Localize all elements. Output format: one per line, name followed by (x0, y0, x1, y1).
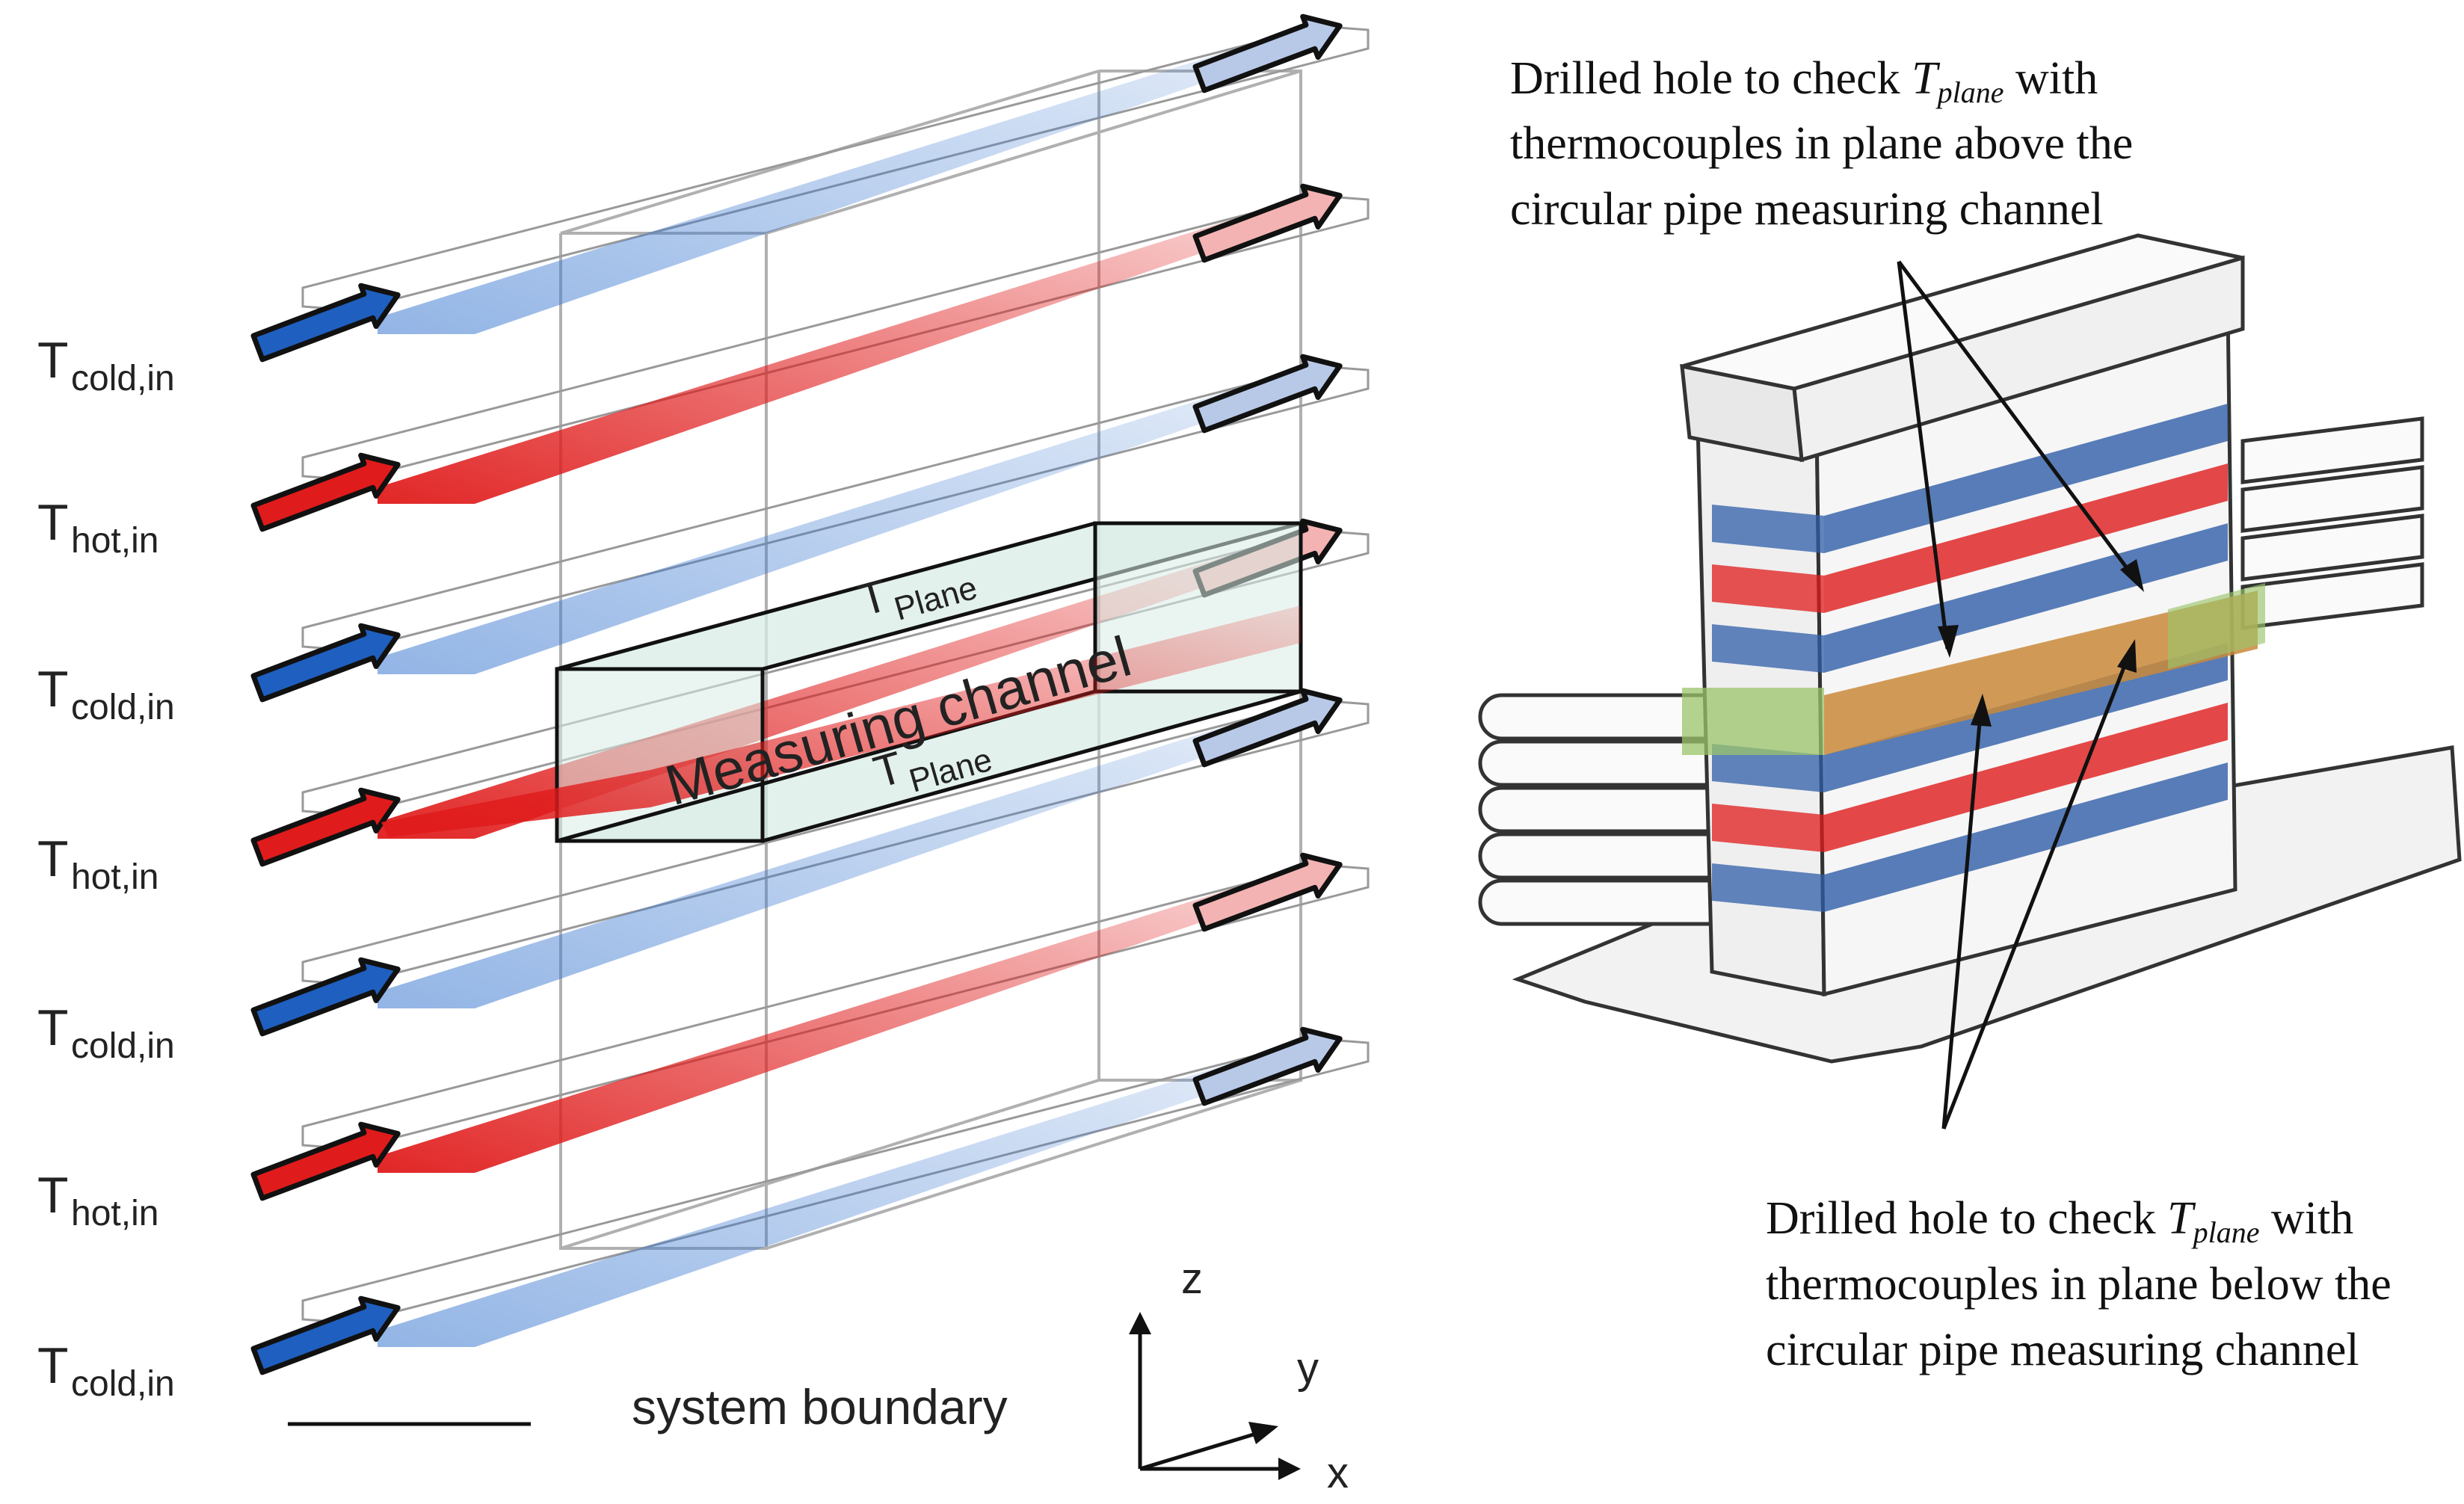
block-stripes (1712, 404, 2228, 912)
cold-stripe-3 (1824, 523, 2228, 673)
cold-stripe-1 (1824, 404, 2228, 553)
hot-inlet-block-6 (1712, 804, 1824, 852)
annotation-top-line1-before: Drilled hole to check (1510, 53, 1912, 104)
green-band-right (2168, 583, 2265, 669)
cold-inlet-arrow-5 (250, 957, 401, 1037)
cold-stream-1 (378, 22, 1319, 334)
annotation-bottom: Drilled hole to check Tplane with thermo… (1766, 1193, 2391, 1375)
cold-outlet-arrow-5 (1192, 688, 1343, 768)
green-band-pipes (1682, 688, 1824, 755)
annotation-top: Drilled hole to check Tplane with thermo… (1510, 53, 2133, 235)
annotation-bottom-symbol: T (2167, 1193, 2196, 1244)
hot-stream-6 (378, 861, 1319, 1173)
hot-inlet-arrow-2 (250, 452, 401, 532)
cold-outlet-arrow-7 (1192, 1026, 1343, 1106)
annotation-bottom-line1-before: Drilled hole to check (1766, 1193, 2167, 1244)
channel-layers (250, 13, 1370, 1375)
annotation-bottom-line2: thermocouples in plane below the (1766, 1259, 2391, 1310)
hot-outlet-arrow-2 (1192, 183, 1343, 263)
axis-y-label: y (1297, 1344, 1319, 1393)
pointer-arrows (1897, 260, 2144, 1129)
inlet-label-4-main: T (37, 830, 69, 887)
left-pipes (1478, 693, 1781, 926)
hot-stripe-2 (1824, 463, 2228, 613)
inlet-label-2-sub: hot,in (71, 521, 158, 561)
inlet-label-2-main: T (37, 494, 69, 551)
inlet-label-6-sub: hot,in (71, 1194, 158, 1233)
cold-inlet-block-7 (1712, 863, 1824, 912)
inlet-label-5-main: T (37, 999, 69, 1056)
inlet-label-5-sub: cold,in (71, 1026, 175, 1066)
top-cap-side (1680, 363, 1804, 463)
annotation-top-line3: circular pipe measuring channel (1510, 184, 2104, 235)
cold-inlet-block-3 (1712, 624, 1824, 673)
system-boundary-legend-label: system boundary (632, 1379, 1008, 1434)
annotation-top-line2: thermocouples in plane above the (1510, 118, 2133, 169)
orange-band (1824, 591, 2258, 755)
measuring-hot-stream (381, 605, 1301, 837)
cold-inlet-arrow-3 (250, 623, 401, 703)
right-pipes (2240, 416, 2424, 630)
axis-x-label: x (1327, 1449, 1349, 1497)
inlet-label-7-sub: cold,in (71, 1364, 175, 1404)
cold-stripe-7 (1824, 762, 2228, 912)
annotation-top-line1-after: with (2004, 53, 2098, 104)
annotation-top-symbol: T (1912, 53, 1941, 104)
svg-text:Drilled hole to check Tplane w: Drilled hole to check Tplane with (1510, 53, 2098, 109)
axis-z-label: z (1181, 1254, 1203, 1303)
inlet-label-6-main: T (37, 1167, 69, 1224)
cold-inlet-arrow-7 (250, 1295, 401, 1375)
inlet-label-1-sub: cold,in (71, 359, 175, 398)
cold-inlet-arrow-1 (250, 283, 401, 363)
cold-inlet-block-1 (1712, 505, 1824, 553)
cold-outlet-arrow-1 (1192, 13, 1343, 93)
inlet-label-3-sub: cold,in (71, 688, 175, 727)
cold-stream-3 (378, 363, 1319, 674)
hot-stripe-6 (1824, 703, 2228, 852)
hot-inlet-arrow-4 (250, 787, 401, 867)
annotation-bottom-line3: circular pipe measuring channel (1766, 1325, 2359, 1375)
cold-stream-5 (378, 697, 1319, 1008)
hot-inlet-arrow-6 (250, 1121, 401, 1201)
axes-indicator (1129, 1312, 1301, 1480)
inlet-label-7-main: T (37, 1337, 69, 1394)
inlet-labels: T cold,in T hot,in T cold,in T hot,in T … (37, 332, 175, 1404)
inlet-label-3-main: T (37, 661, 69, 718)
annotation-top-symbol-sub: plane (1935, 75, 2004, 109)
cold-outlet-arrow-3 (1192, 354, 1343, 434)
hot-stream-2 (378, 192, 1319, 504)
inlet-label-1-main: T (37, 332, 69, 389)
inlet-label-4-sub: hot,in (71, 857, 158, 897)
hot-outlet-arrow-6 (1192, 852, 1343, 932)
cold-stream-7 (378, 1035, 1319, 1347)
hot-inlet-block-2 (1712, 564, 1824, 613)
annotation-bottom-line1-after: with (2260, 1193, 2354, 1244)
left-panel: Measuring channel T Plane T Plane T cold… (37, 13, 1370, 1497)
annotation-bottom-symbol-sub: plane (2191, 1215, 2260, 1249)
svg-text:Drilled hole to check Tplane w: Drilled hole to check Tplane with (1766, 1193, 2353, 1249)
right-panel: Drilled hole to check Tplane with thermo… (1478, 53, 2462, 1375)
cold-inlet-block-5 (1712, 744, 1824, 792)
